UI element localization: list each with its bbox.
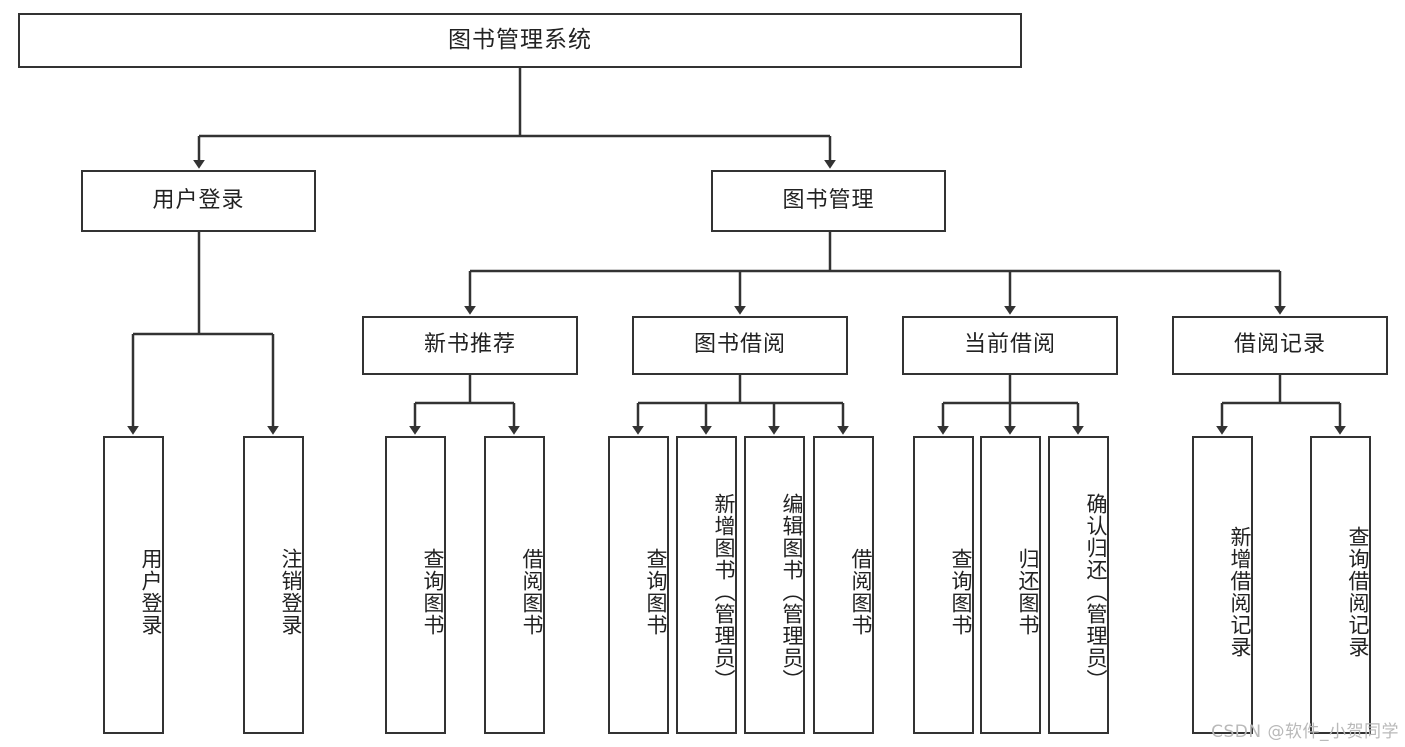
node-leaf-query-book-rec[interactable]: 查询图书 bbox=[385, 436, 446, 734]
node-root[interactable]: 图书管理系统 bbox=[18, 13, 1022, 68]
node-book-manage[interactable]: 图书管理 bbox=[711, 170, 946, 232]
node-leaf-query-book-rec-label: 查询图书 bbox=[421, 548, 445, 636]
node-leaf-add-book-label: 新增图书（管理员） bbox=[712, 493, 736, 691]
node-leaf-add-record[interactable]: 新增借阅记录 bbox=[1192, 436, 1253, 734]
node-leaf-user-login[interactable]: 用户登录 bbox=[103, 436, 164, 734]
node-borrow-record[interactable]: 借阅记录 bbox=[1172, 316, 1388, 375]
node-book-borrow-label: 图书借阅 bbox=[693, 332, 786, 358]
node-user-login-label: 用户登录 bbox=[152, 187, 245, 213]
watermark: CSDN @软件_小贺同学 bbox=[1211, 722, 1399, 742]
node-leaf-borrow-book-label: 借阅图书 bbox=[849, 548, 873, 636]
node-book-manage-label: 图书管理 bbox=[782, 187, 875, 213]
node-user-login[interactable]: 用户登录 bbox=[81, 170, 316, 232]
node-leaf-borrow-book-rec-label: 借阅图书 bbox=[520, 548, 544, 636]
node-leaf-query-book-borrow-label: 查询图书 bbox=[644, 548, 668, 636]
node-leaf-return-book-label: 归还图书 bbox=[1016, 548, 1040, 636]
node-leaf-query-record-label: 查询借阅记录 bbox=[1346, 526, 1370, 658]
node-leaf-edit-book-label: 编辑图书（管理员） bbox=[780, 493, 804, 691]
node-leaf-query-book-cur-label: 查询图书 bbox=[949, 548, 973, 636]
node-leaf-edit-book[interactable]: 编辑图书（管理员） bbox=[744, 436, 805, 734]
node-current-borrow[interactable]: 当前借阅 bbox=[902, 316, 1118, 375]
node-leaf-confirm-return[interactable]: 确认归还（管理员） bbox=[1048, 436, 1109, 734]
node-leaf-borrow-book-rec[interactable]: 借阅图书 bbox=[484, 436, 545, 734]
node-leaf-user-login-label: 用户登录 bbox=[139, 548, 163, 636]
node-leaf-borrow-book[interactable]: 借阅图书 bbox=[813, 436, 874, 734]
node-borrow-record-label: 借阅记录 bbox=[1233, 332, 1326, 358]
node-leaf-add-record-label: 新增借阅记录 bbox=[1228, 526, 1252, 658]
node-leaf-return-book[interactable]: 归还图书 bbox=[980, 436, 1041, 734]
node-leaf-add-book[interactable]: 新增图书（管理员） bbox=[676, 436, 737, 734]
node-book-borrow[interactable]: 图书借阅 bbox=[632, 316, 848, 375]
node-leaf-confirm-return-label: 确认归还（管理员） bbox=[1084, 493, 1108, 691]
node-new-book-recommend-label: 新书推荐 bbox=[423, 332, 516, 358]
node-leaf-user-logout[interactable]: 注销登录 bbox=[243, 436, 304, 734]
node-leaf-query-book-borrow[interactable]: 查询图书 bbox=[608, 436, 669, 734]
node-leaf-user-logout-label: 注销登录 bbox=[279, 548, 303, 636]
node-leaf-query-record[interactable]: 查询借阅记录 bbox=[1310, 436, 1371, 734]
node-leaf-query-book-cur[interactable]: 查询图书 bbox=[913, 436, 974, 734]
node-new-book-recommend[interactable]: 新书推荐 bbox=[362, 316, 578, 375]
node-current-borrow-label: 当前借阅 bbox=[963, 332, 1056, 358]
node-root-label: 图书管理系统 bbox=[448, 26, 592, 53]
